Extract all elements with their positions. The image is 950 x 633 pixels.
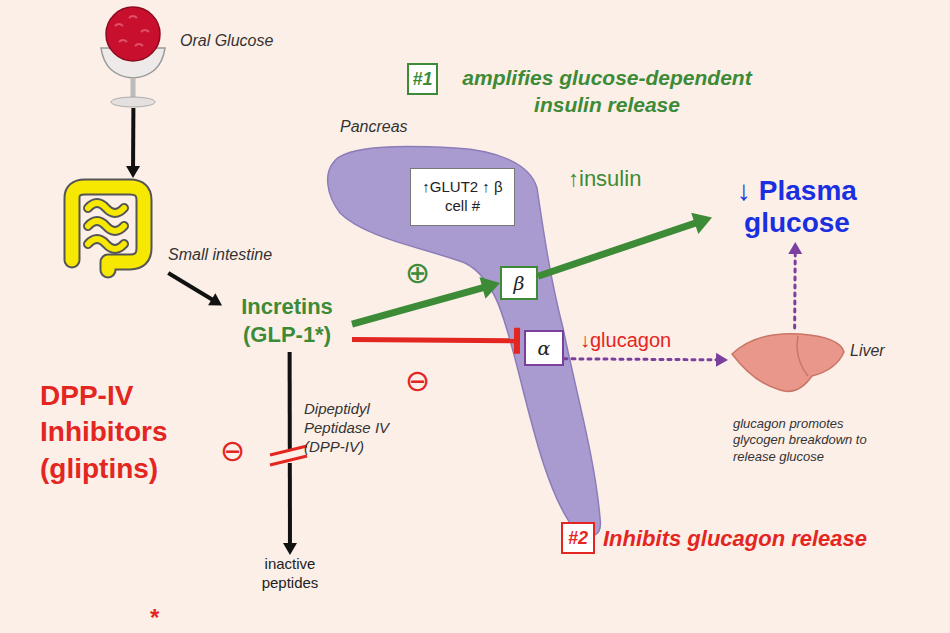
arrowhead [691, 213, 712, 234]
connector-line [564, 359, 718, 360]
node-text: #1 [412, 69, 432, 90]
edge-label: ↓glucagon [580, 329, 671, 352]
arrowhead [283, 543, 297, 555]
inhibition-bar [514, 328, 520, 354]
hormone-node: Incretins (GLP-1*) [222, 290, 352, 352]
edge-label: ↑insulin [568, 166, 641, 192]
connector-line [793, 252, 797, 328]
edge-label: ⊕ [405, 258, 430, 288]
connector-line [538, 222, 698, 276]
drug-class-label: DPP-IV Inhibitors (gliptins) [40, 378, 230, 487]
node-text: α [538, 337, 551, 359]
connector [564, 353, 728, 367]
callout-box: #2 [561, 522, 595, 554]
connector-line [352, 340, 517, 341]
connector [168, 273, 222, 306]
intestine-illustration [50, 178, 160, 273]
outcome-node: ↓ Plasma glucose [712, 172, 882, 242]
intestine-organ: Small intestine [50, 178, 265, 273]
connector [538, 213, 712, 276]
node-text: #2 [568, 528, 588, 549]
connector-line [352, 287, 486, 324]
product-node: inactive peptides [240, 555, 340, 595]
node-text: ↓ Plasma glucose [712, 175, 882, 239]
callout-text: Inhibits glucagon release [603, 526, 867, 552]
arrowhead [479, 277, 500, 299]
arrowhead [208, 293, 222, 305]
liver-illustration [728, 328, 848, 400]
beta-cell-box: β [500, 266, 538, 300]
connector-line [168, 273, 214, 301]
callout-box: #1 [407, 63, 438, 95]
glucose-illustration: Oral Glucose [95, 2, 255, 108]
edge-label: ⊖ [405, 366, 430, 396]
node-text: Oral Glucose [180, 32, 290, 50]
node-text: inactive peptides [240, 555, 340, 593]
connector [126, 108, 140, 178]
alpha-cell-box: α [524, 330, 564, 366]
arrowhead [788, 242, 802, 254]
liver-organ: Liver glucagon promotes glycogen breakdow… [728, 328, 943, 473]
footnote-mark: * [150, 604, 159, 632]
cut-mark [270, 456, 307, 465]
cut-mark [270, 446, 307, 455]
node-text: ↑GLUT2 ↑ β cell # [422, 178, 504, 216]
connector [352, 328, 517, 354]
node-text: Liver [850, 342, 910, 360]
connector-line [131, 108, 135, 168]
ice-cream-illustration [95, 2, 170, 108]
connector [788, 242, 802, 328]
arrowhead [126, 166, 140, 178]
edge-label: Dipeptidyl Peptidase IV (DPP-IV) [304, 400, 404, 456]
effect-box: ↑GLUT2 ↑ β cell # [410, 168, 515, 226]
callout-text: amplifies glucose-dependent insulin rele… [442, 64, 772, 119]
node-text: Incretins (GLP-1*) [222, 293, 352, 348]
node-text: Small intestine [168, 246, 288, 264]
node-text: β [514, 272, 525, 294]
inhibit-sign: ⊖ [220, 436, 245, 466]
arrowhead [716, 353, 728, 367]
node-text: glucagon promotes glycogen breakdown to … [733, 416, 873, 465]
node-text: Pancreas [340, 118, 440, 136]
